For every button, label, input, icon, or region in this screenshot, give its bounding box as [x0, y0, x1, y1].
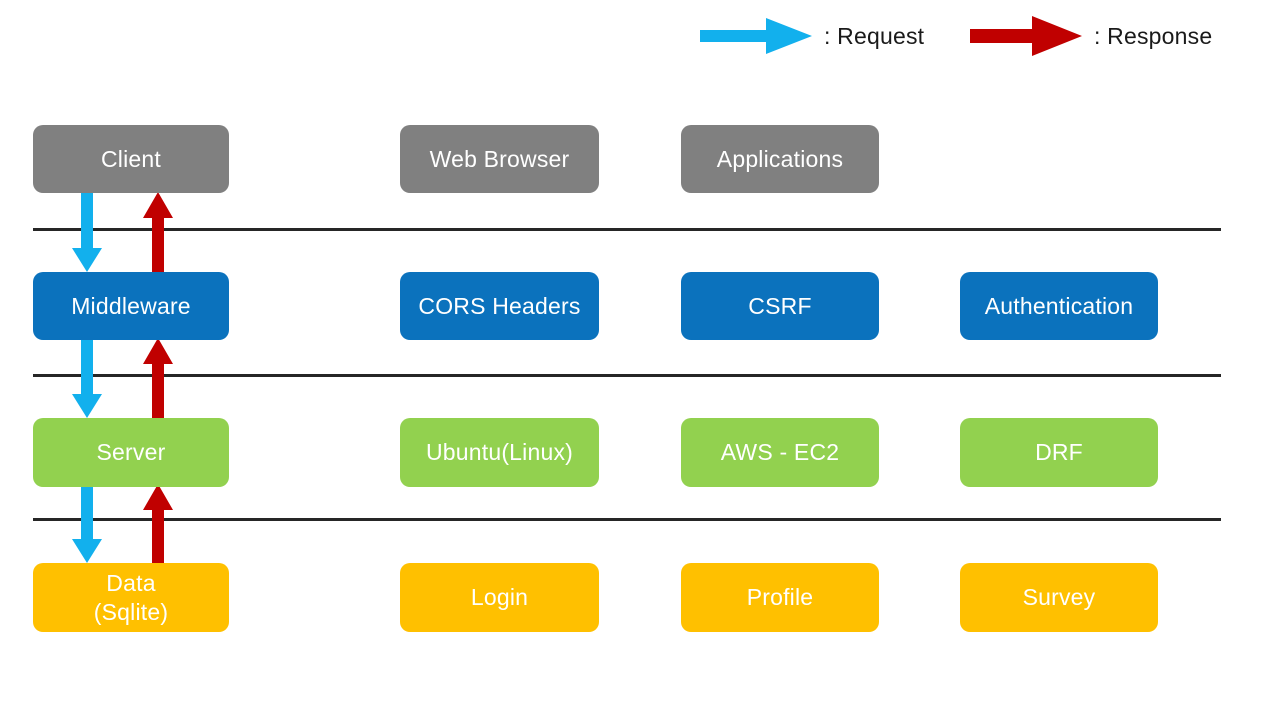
divider-middleware-server — [33, 374, 1221, 377]
response-middleware-to-client — [143, 192, 173, 272]
node-label: Ubuntu(Linux) — [425, 439, 574, 466]
node-label: DRF — [1035, 439, 1083, 466]
legend-item-response: : Response — [970, 16, 1212, 56]
node-client[interactable]: Client — [33, 125, 229, 193]
node-server[interactable]: Server — [33, 418, 229, 487]
node-login[interactable]: Login — [400, 563, 599, 632]
node-label: Middleware — [71, 292, 191, 319]
node-label-secondary: (Sqlite) — [93, 598, 169, 625]
node-middleware[interactable]: Middleware — [33, 272, 229, 340]
node-label: Survey — [1022, 584, 1096, 611]
node-label: Server — [96, 439, 166, 466]
divider-client-middleware — [33, 228, 1221, 231]
node-applications[interactable]: Applications — [681, 125, 879, 193]
node-data-sqlite[interactable]: Data (Sqlite) — [33, 563, 229, 632]
legend-label-response: : Response — [1094, 22, 1213, 49]
node-label: Login — [470, 584, 529, 611]
node-survey[interactable]: Survey — [960, 563, 1158, 632]
legend-label-request: : Request — [824, 22, 925, 49]
node-cors-headers[interactable]: CORS Headers — [400, 272, 599, 340]
response-data-to-server — [143, 484, 173, 563]
node-label: Data — [106, 570, 156, 597]
node-aws-ec2[interactable]: AWS - EC2 — [681, 418, 879, 487]
legend-item-request: : Request — [700, 16, 924, 56]
node-drf[interactable]: DRF — [960, 418, 1158, 487]
request-middleware-to-server — [72, 338, 102, 418]
right-arrow-icon — [970, 16, 1082, 56]
node-web-browser[interactable]: Web Browser — [400, 125, 599, 193]
request-server-to-data — [72, 485, 102, 563]
node-label: AWS - EC2 — [720, 439, 840, 466]
node-label: Authentication — [984, 292, 1134, 319]
node-csrf[interactable]: CSRF — [681, 272, 879, 340]
request-client-to-middleware — [72, 190, 102, 272]
node-profile[interactable]: Profile — [681, 563, 879, 632]
node-label: Web Browser — [429, 145, 570, 172]
node-label: Client — [100, 145, 161, 172]
node-label: CORS Headers — [418, 292, 581, 319]
right-arrow-icon — [700, 18, 812, 54]
node-label: Profile — [746, 584, 814, 611]
node-label: Applications — [716, 145, 844, 172]
node-ubuntu-linux[interactable]: Ubuntu(Linux) — [400, 418, 599, 487]
response-server-to-middleware — [143, 338, 173, 418]
divider-server-data — [33, 518, 1221, 521]
node-label: CSRF — [748, 292, 812, 319]
node-authentication[interactable]: Authentication — [960, 272, 1158, 340]
